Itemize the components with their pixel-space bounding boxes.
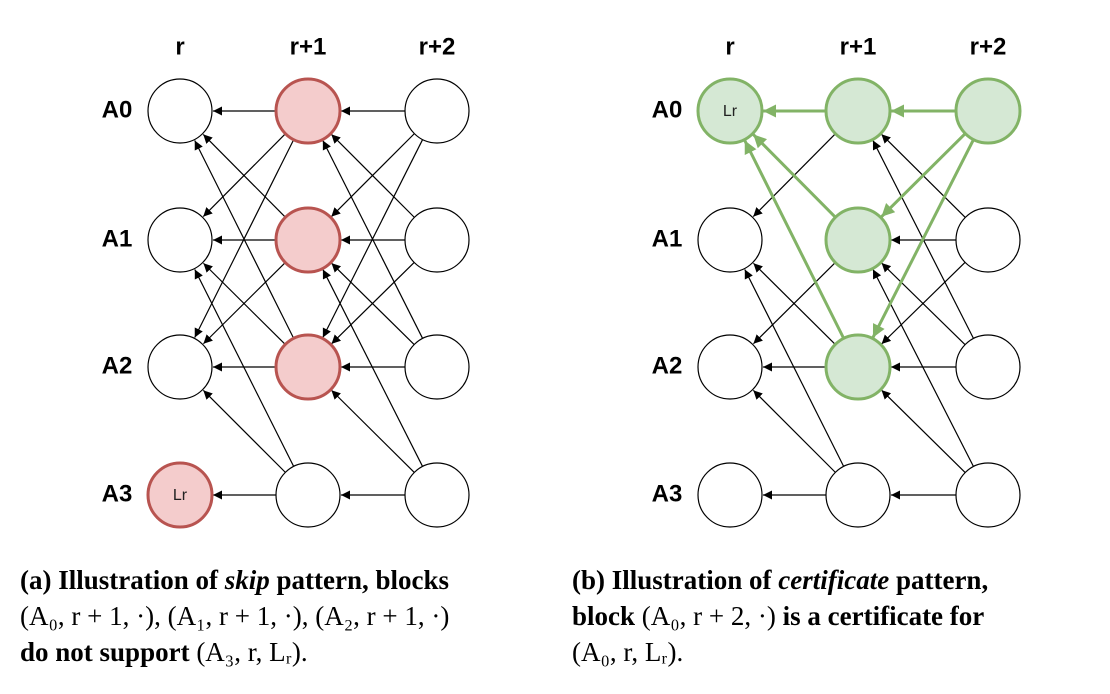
caption-b-math-1: (A₀, r + 2, ·) (641, 601, 776, 631)
edge-a-15 (330, 133, 415, 218)
col-label-b-1: r+1 (840, 33, 877, 60)
caption-a-period: . (300, 637, 308, 667)
node-text-a-0: Lr (173, 487, 188, 504)
cert-edge-b-4 (880, 132, 967, 218)
caption-b: (b) Illustration of certificate pattern,… (572, 562, 1092, 670)
node-a-r0-c1 (274, 77, 342, 145)
edge-b-2 (753, 262, 836, 345)
caption-b-emphasis: certificate (778, 565, 890, 595)
edge-b-11 (881, 262, 966, 346)
node-a-r3-c2 (404, 462, 470, 528)
edge-a-21 (322, 269, 424, 467)
node-a-r2-c2 (404, 334, 470, 400)
node-b-r1-c1 (824, 206, 892, 274)
col-label-b-0: r (725, 33, 734, 60)
node-a-r1-c0 (147, 207, 213, 273)
edge-b-14 (881, 389, 966, 473)
caption-a-emphasis: skip (224, 565, 270, 595)
caption-b-text-1: Illustration of (605, 565, 779, 595)
node-b-r2-c1 (824, 333, 892, 401)
row-label-a-2: A2 (102, 352, 133, 379)
node-a-r0-c2 (404, 78, 470, 144)
node-b-r3-c2 (955, 462, 1021, 528)
edge-a-6 (194, 140, 295, 339)
caption-a-text-2: pattern, blocks (269, 565, 450, 595)
node-a-r0-c0 (147, 78, 213, 144)
caption-b-period: . (676, 637, 684, 667)
col-label-a-0: r (175, 33, 184, 60)
edge-b-5 (752, 389, 836, 473)
node-a-r3-c1 (275, 462, 341, 528)
caption-a-text-1: Illustration of (51, 565, 225, 595)
row-label-b-1: A1 (652, 225, 683, 252)
node-b-r2-c0 (697, 334, 763, 400)
node-a-r2-c1 (274, 333, 342, 401)
edge-a-3 (202, 134, 286, 218)
caption-a-math-2: (A₃, r, Lᵣ) (196, 637, 301, 667)
node-text-b-0: Lr (723, 103, 738, 120)
node-b-r0-c0 (696, 77, 764, 145)
cert-edge-b-5 (871, 138, 975, 339)
caption-b-math-2: (A₀, r, Lᵣ) (572, 637, 677, 667)
node-b-r0-c1 (824, 77, 892, 145)
caption-a-text-3: do not support (20, 637, 197, 667)
caption-b-text-2: pattern, (889, 565, 989, 595)
node-b-r1-c0 (697, 207, 763, 273)
row-label-a-1: A1 (102, 225, 133, 252)
node-b-r2-c2 (955, 334, 1021, 400)
edge-a-19 (331, 262, 415, 345)
col-label-a-1: r+1 (290, 33, 327, 60)
node-a-r3-c0 (146, 461, 214, 529)
edge-a-10 (202, 389, 286, 473)
node-b-r0-c2 (954, 77, 1022, 145)
node-b-r3-c0 (697, 462, 763, 528)
node-b-r3-c1 (825, 462, 891, 528)
row-label-b-0: A0 (652, 96, 683, 123)
edge-a-7 (203, 262, 286, 345)
caption-a-tag: (a) (20, 565, 52, 595)
col-label-a-2: r+2 (419, 33, 456, 60)
cert-edge-b-2 (743, 139, 846, 340)
edge-b-4 (744, 269, 845, 467)
node-b-r1-c2 (955, 207, 1021, 273)
node-a-r1-c2 (404, 207, 470, 273)
caption-b-tag: (b) (572, 565, 605, 595)
node-a-r1-c1 (274, 206, 342, 274)
edge-a-9 (194, 269, 295, 467)
node-a-r2-c0 (147, 334, 213, 400)
row-label-b-2: A2 (652, 352, 683, 379)
caption-a: (a) Illustration of skip pattern, blocks… (20, 562, 540, 670)
edge-a-18 (322, 140, 424, 339)
row-label-b-3: A3 (652, 480, 683, 507)
caption-a-math-1: (A₀, r + 1, ·), (A₁, r + 1, ·), (A₂, r +… (20, 601, 450, 631)
cert-edge-b-1 (752, 133, 837, 219)
caption-b-text-4: is a certificate for (775, 601, 985, 631)
row-label-a-0: A0 (102, 96, 133, 123)
col-label-b-2: r+2 (970, 33, 1007, 60)
row-label-a-3: A3 (102, 480, 133, 507)
edge-a-22 (331, 389, 415, 473)
caption-b-text-3: block (572, 601, 642, 631)
